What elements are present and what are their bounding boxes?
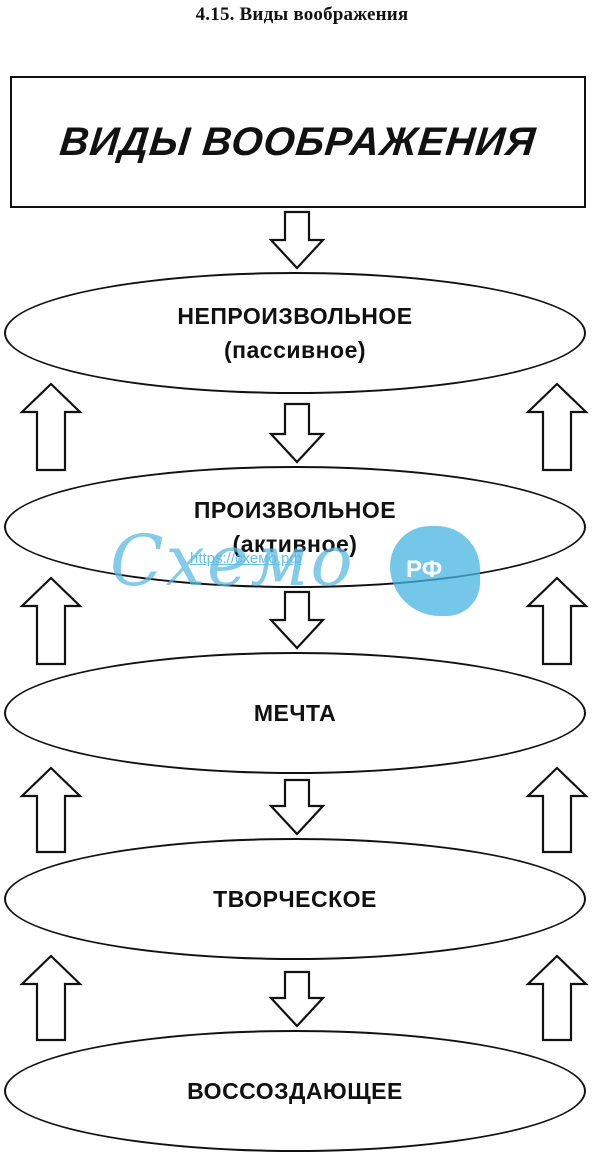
down-arrow-icon — [268, 970, 326, 1028]
up-arrow-right-icon — [525, 766, 589, 854]
node-voluntary-sublabel: (активное) — [232, 531, 358, 557]
down-arrow-icon — [268, 210, 326, 270]
up-arrow-left-icon — [19, 954, 83, 1042]
up-arrow-left-icon — [19, 576, 83, 666]
node-involuntary-label: НЕПРОИЗВОЛЬНОЕ — [177, 303, 413, 329]
up-arrow-right-icon — [525, 954, 589, 1042]
node-involuntary-sublabel: (пассивное) — [223, 337, 367, 363]
node-dream: МЕЧТА — [4, 652, 586, 774]
node-recreative: ВОССОЗДАЮЩЕЕ — [4, 1030, 586, 1152]
node-creative: ТВОРЧЕСКОЕ — [4, 838, 586, 960]
node-involuntary: НЕПРОИЗВОЛЬНОЕ (пассивное) — [4, 272, 586, 394]
up-arrow-left-icon — [19, 766, 83, 854]
up-arrow-left-icon — [19, 382, 83, 472]
node-voluntary-label: ПРОИЗВОЛЬНОЕ — [193, 497, 397, 523]
down-arrow-icon — [268, 402, 326, 464]
node-creative-label: ТВОРЧЕСКОЕ — [213, 886, 377, 912]
node-dream-label: МЕЧТА — [253, 700, 337, 726]
node-recreative-label: ВОССОЗДАЮЩЕЕ — [187, 1078, 403, 1104]
node-voluntary: ПРОИЗВОЛЬНОЕ (активное) — [4, 466, 586, 588]
up-arrow-right-icon — [525, 576, 589, 666]
up-arrow-right-icon — [525, 382, 589, 472]
diagram-title-box: ВИДЫ ВООБРАЖЕНИЯ — [10, 76, 586, 208]
down-arrow-icon — [268, 590, 326, 650]
page-title: 4.15. Виды воображения — [195, 4, 409, 25]
down-arrow-icon — [268, 778, 326, 836]
